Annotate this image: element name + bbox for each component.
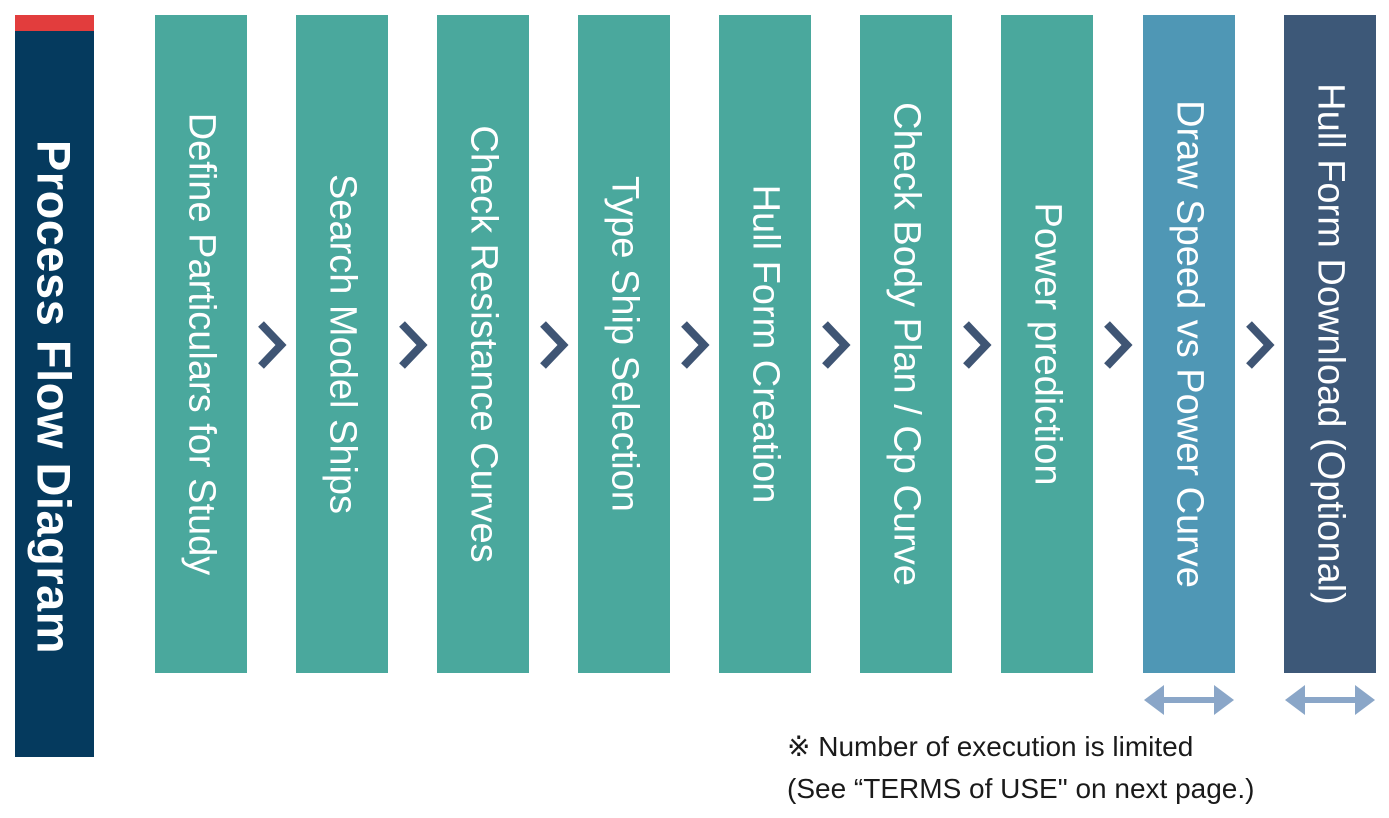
chevron-right-icon <box>396 318 430 372</box>
process-step-label: Draw Speed vs Power Curve <box>1168 100 1211 588</box>
process-step-6: Check Body Plan / Cp Curve <box>860 15 952 673</box>
process-step-4: Type Ship Selection <box>578 15 670 673</box>
chevron-right-icon <box>1243 318 1277 372</box>
process-step-3: Check Resistance Curves <box>437 15 529 673</box>
process-step-1: Define Particulars for Study <box>155 15 247 673</box>
process-step-5: Hull Form Creation <box>719 15 811 673</box>
chevron-right-icon <box>1101 318 1135 372</box>
process-step-label: Hull Form Creation <box>744 184 787 504</box>
process-step-label: Power prediction <box>1026 202 1069 486</box>
chevron-right-icon <box>678 318 712 372</box>
note-line-2: (See “TERMS of USE" on next page.) <box>787 773 1255 804</box>
process-step-label: Check Resistance Curves <box>462 125 505 563</box>
process-step-label: Check Body Plan / Cp Curve <box>885 102 928 586</box>
process-step-9: Hull Form Download (Optional) <box>1284 15 1376 673</box>
process-step-7: Power prediction <box>1001 15 1093 673</box>
chevron-right-icon <box>960 318 994 372</box>
process-step-label: Search Model Ships <box>321 173 364 515</box>
double-arrow-icon <box>1283 683 1377 717</box>
double-arrow-icon <box>1142 683 1236 717</box>
chevron-right-icon <box>255 318 289 372</box>
note-line-1: ※ Number of execution is limited <box>787 731 1194 762</box>
diagram-title: Process Flow Diagram <box>27 139 81 655</box>
chevron-right-icon <box>537 318 571 372</box>
process-step-8: Draw Speed vs Power Curve <box>1143 15 1235 673</box>
process-step-label: Hull Form Download (Optional) <box>1309 83 1352 605</box>
process-step-label: Define Particulars for Study <box>180 112 223 576</box>
process-step-label: Type Ship Selection <box>603 176 646 512</box>
title-accent-stripe <box>15 15 94 31</box>
process-step-2: Search Model Ships <box>296 15 388 673</box>
chevron-right-icon <box>819 318 853 372</box>
title-bar: Process Flow Diagram <box>15 15 94 757</box>
